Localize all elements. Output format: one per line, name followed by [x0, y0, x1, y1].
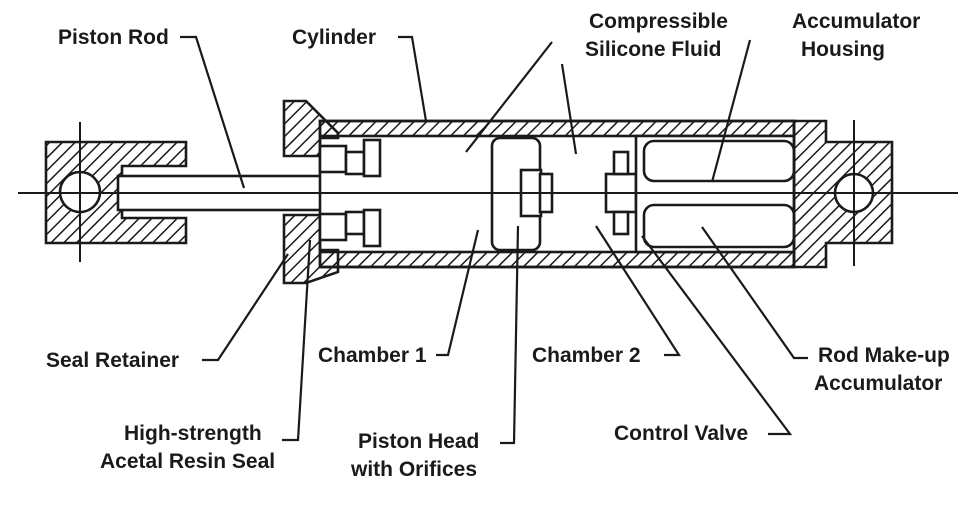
- acetal-resin-seal: [318, 138, 382, 248]
- label-accumulator-housing-line2: Housing: [801, 38, 885, 61]
- label-rod-makeup-line2: Accumulator: [814, 372, 942, 395]
- label-rod-makeup-line1: Rod Make-up: [818, 344, 950, 367]
- label-cylinder: Cylinder: [292, 26, 376, 49]
- label-control-valve: Control Valve: [614, 422, 748, 445]
- label-fluid-line1: Compressible: [589, 10, 728, 33]
- label-chamber-1: Chamber 1: [318, 344, 427, 367]
- label-chamber-2: Chamber 2: [532, 344, 641, 367]
- label-piston-head-line1: Piston Head: [358, 430, 479, 453]
- label-seal-retainer: Seal Retainer: [46, 349, 179, 372]
- label-fluid-line2: Silicone Fluid: [585, 38, 722, 61]
- label-seal-line2: Acetal Resin Seal: [100, 450, 275, 473]
- label-accumulator-housing-line1: Accumulator: [792, 10, 920, 33]
- labels: Piston Rod Cylinder Compressible Silicon…: [46, 10, 950, 481]
- leader-lines: [180, 35, 808, 445]
- label-seal-line1: High-strength: [124, 422, 262, 445]
- label-piston-head-line2: with Orifices: [350, 458, 477, 481]
- label-piston-rod: Piston Rod: [58, 26, 169, 49]
